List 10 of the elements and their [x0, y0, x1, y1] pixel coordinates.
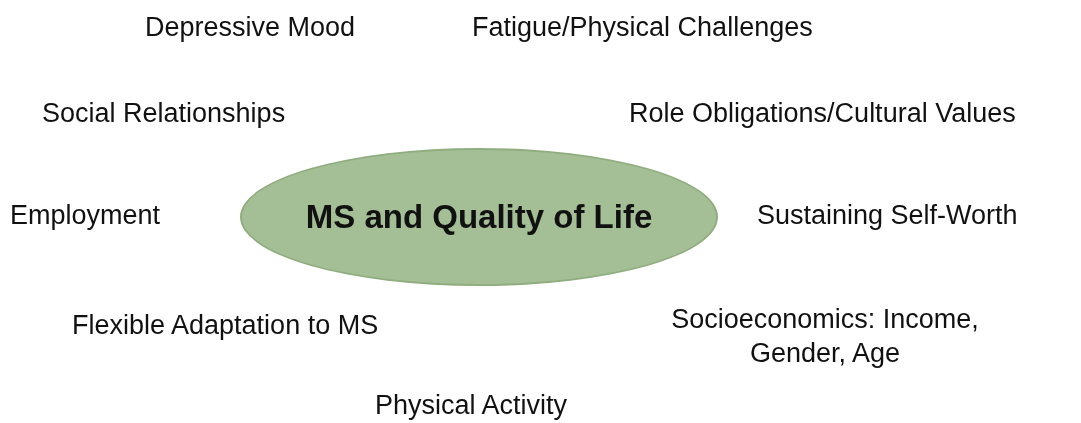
- factor-label: Role Obligations/Cultural Values: [629, 97, 1016, 130]
- factor-label: Fatigue/Physical Challenges: [472, 11, 813, 44]
- factor-label: Employment: [10, 199, 161, 232]
- factor-label: Depressive Mood: [145, 11, 356, 44]
- node-title: MS and Quality of Life: [305, 197, 653, 238]
- factor-label: Sustaining Self-Worth: [757, 199, 1018, 232]
- factor-label: Social Relationships: [42, 97, 286, 130]
- factor-label: Flexible Adaptation to MS: [72, 309, 379, 342]
- factor-label: Socioeconomics: Income, Gender, Age: [670, 303, 980, 370]
- factor-label: Physical Activity: [375, 389, 568, 422]
